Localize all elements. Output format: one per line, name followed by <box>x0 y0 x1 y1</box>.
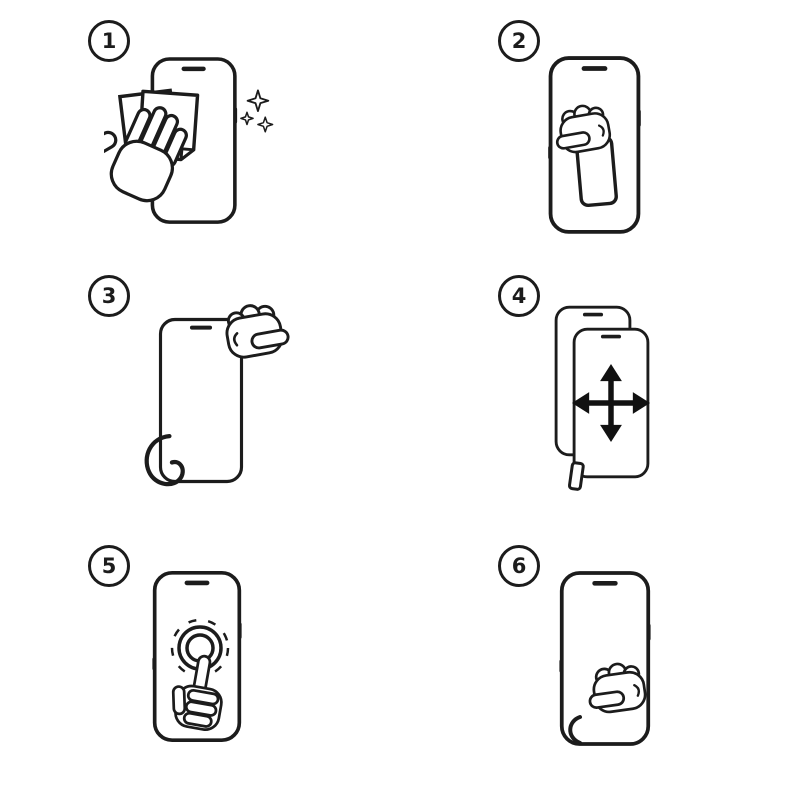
step-2-number-badge: 2 <box>498 20 540 62</box>
pull-tab-icon <box>567 461 585 491</box>
sparkles-icon <box>239 89 274 133</box>
step-4-number: 4 <box>511 284 527 308</box>
step-panel-2: 2 <box>498 20 713 258</box>
step-1-number: 1 <box>101 29 117 53</box>
step-3-number: 3 <box>101 284 117 308</box>
grabbing-hand-icon <box>221 298 292 362</box>
step-4-illustration <box>554 305 665 491</box>
step-panel-3: 3 <box>88 275 303 513</box>
step-4-number-badge: 4 <box>498 275 540 317</box>
step-panel-1: 1 <box>88 20 303 258</box>
step-1-illustration <box>104 50 274 236</box>
step-5-number-badge: 5 <box>88 545 130 587</box>
step-3-illustration <box>106 298 292 508</box>
step-6-illustration <box>550 567 665 782</box>
step-3-number-badge: 3 <box>88 275 130 317</box>
step-6-number-badge: 6 <box>498 545 540 587</box>
wrist-curl-icon <box>568 715 582 745</box>
step-panel-4: 4 <box>498 275 713 513</box>
step-6-number: 6 <box>511 554 527 578</box>
step-panel-5: 5 <box>88 545 303 783</box>
cloth-fold-icon <box>179 147 196 162</box>
step-2-illustration <box>534 50 694 236</box>
step-1-number-badge: 1 <box>88 20 130 62</box>
step-5-number: 5 <box>101 554 117 578</box>
phone-icon <box>559 573 650 744</box>
step-5-illustration <box>144 567 254 779</box>
step-2-number: 2 <box>511 29 527 53</box>
step-panel-6: 6 <box>498 545 713 783</box>
